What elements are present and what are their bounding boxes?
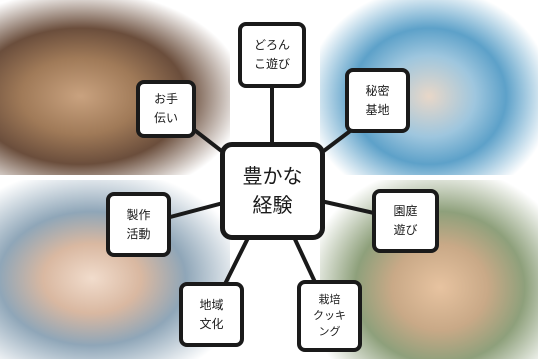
- node-otetsudai: お手 伝い: [136, 80, 196, 138]
- node-center: 豊かな 経験: [220, 142, 325, 240]
- node-seisaku: 製作 活動: [106, 192, 171, 257]
- node-himitsu: 秘密 基地: [345, 68, 410, 133]
- node-teien: 園庭 遊び: [372, 189, 439, 253]
- node-saibai: 栽培 クッキ ング: [297, 280, 362, 352]
- node-chiiki: 地域 文化: [179, 282, 244, 347]
- node-doronko: どろん こ遊び: [238, 22, 306, 88]
